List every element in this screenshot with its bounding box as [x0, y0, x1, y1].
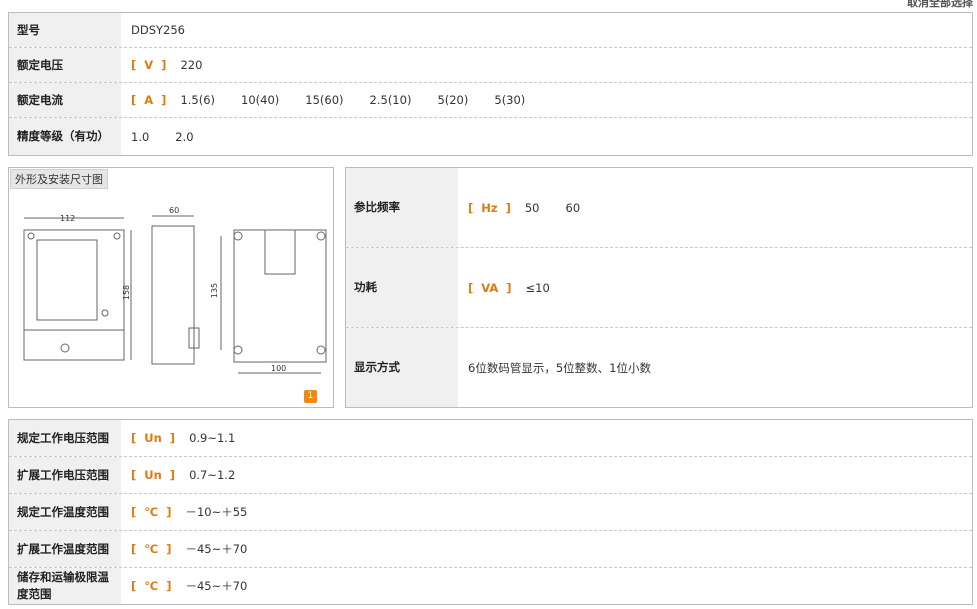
- unit-label: [ V ]: [131, 58, 167, 72]
- deselect-all-link[interactable]: 取消全部选择: [907, 0, 973, 9]
- diagram-title: 外形及安装尺寸图: [10, 169, 108, 189]
- unit-label: [ ℃ ]: [131, 505, 172, 519]
- row-values: [ ℃ ] －45~＋70: [121, 531, 273, 567]
- value: －45~＋70: [185, 542, 248, 556]
- value: ≤10: [525, 280, 550, 295]
- row-label: 规定工作电压范围: [9, 420, 121, 456]
- dim-back-width: 100: [271, 364, 287, 373]
- value: 6位数码管显示，5位整数、1位小数: [468, 360, 651, 375]
- table-row: 显示方式 6位数码管显示，5位整数、1位小数: [346, 328, 972, 407]
- spec-table-bottom: 规定工作电压范围 [ Un ] 0.9~1.1 扩展工作电压范围 [ Un ] 0.7~1…: [8, 419, 973, 605]
- row-label: 功耗: [346, 248, 458, 327]
- dim-back-height: 135: [210, 282, 220, 299]
- row-values: 1.0 2.0: [121, 118, 220, 155]
- value: －10~＋55: [185, 505, 248, 519]
- value: 1.5(6): [180, 93, 216, 107]
- value: 0.7~1.2: [189, 468, 236, 482]
- value: 5(30): [494, 93, 526, 107]
- row-values: [ Un ] 0.7~1.2: [121, 457, 261, 493]
- value: 50: [524, 200, 540, 215]
- table-row: 储存和运输极限温度范围 [ ℃ ] －45~＋70: [9, 568, 972, 604]
- unit-label: [ ℃ ]: [131, 542, 172, 556]
- table-row: 规定工作电压范围 [ Un ] 0.9~1.1: [9, 420, 972, 457]
- row-label: 规定工作温度范围: [9, 494, 121, 530]
- value: －45~＋70: [185, 579, 248, 593]
- row-values: [ VA ] ≤10: [458, 248, 576, 327]
- row-values: 6位数码管显示，5位整数、1位小数: [458, 328, 677, 407]
- unit-label: [ Un ]: [131, 431, 176, 445]
- row-values: DDSY256: [121, 13, 211, 47]
- unit-label: [ VA ]: [468, 280, 512, 295]
- row-label: 显示方式: [346, 328, 458, 407]
- row-label: 参比频率: [346, 168, 458, 247]
- value: 2.0: [175, 129, 194, 144]
- row-values: [ A ] 1.5(6) 10(40) 15(60) 2.5(10) 5(20) 5(30): [121, 83, 551, 117]
- value: 1.0: [131, 129, 150, 144]
- table-row: 额定电压 [ V ] 220: [9, 48, 972, 83]
- spec-table-middle: 参比频率 [ Hz ] 50 60 功耗 [ VA ] ≤10 显示方式 6位数码管显示，5位整…: [345, 167, 973, 408]
- value: 5(20): [437, 93, 469, 107]
- value: 60: [565, 200, 581, 215]
- row-values: [ Hz ] 50 60: [458, 168, 606, 247]
- dimension-diagram-panel: 外形及安装尺寸图 112 158 60 135 100 1: [8, 167, 334, 408]
- row-values: [ Un ] 0.9~1.1: [121, 420, 261, 456]
- row-label: 储存和运输极限温度范围: [9, 568, 121, 604]
- table-row: 规定工作温度范围 [ ℃ ] －10~＋55: [9, 494, 972, 531]
- value: 220: [180, 58, 203, 72]
- row-label: 扩展工作温度范围: [9, 531, 121, 567]
- value: DDSY256: [131, 23, 185, 37]
- unit-label: [ Un ]: [131, 468, 176, 482]
- row-values: [ ℃ ] －45~＋70: [121, 568, 273, 604]
- row-values: [ V ] 220: [121, 48, 228, 82]
- table-row: 额定电流 [ A ] 1.5(6) 10(40) 15(60) 2.5(10) 5(20) 5…: [9, 83, 972, 118]
- table-row: 参比频率 [ Hz ] 50 60: [346, 168, 972, 248]
- table-row: 功耗 [ VA ] ≤10: [346, 248, 972, 328]
- image-count-badge[interactable]: 1: [304, 390, 317, 403]
- dimension-drawing: [23, 215, 327, 374]
- spec-table-top: 型号 DDSY256 额定电压 [ V ] 220 额定电流 [ A ] 1.5(6) 10(4…: [8, 12, 973, 156]
- dim-front-height: 158: [122, 284, 132, 301]
- value: 15(60): [305, 93, 344, 107]
- row-label: 扩展工作电压范围: [9, 457, 121, 493]
- unit-label: [ ℃ ]: [131, 579, 172, 593]
- table-row: 精度等级（有功） 1.0 2.0: [9, 118, 972, 155]
- row-label: 额定电流: [9, 83, 121, 117]
- dim-side-width: 60: [169, 206, 180, 215]
- unit-label: [ Hz ]: [468, 200, 511, 215]
- value: 10(40): [241, 93, 280, 107]
- dim-front-width: 112: [60, 214, 76, 223]
- table-row: 扩展工作温度范围 [ ℃ ] －45~＋70: [9, 531, 972, 568]
- row-values: [ ℃ ] －10~＋55: [121, 494, 273, 530]
- table-row: 扩展工作电压范围 [ Un ] 0.7~1.2: [9, 457, 972, 494]
- row-label: 型号: [9, 13, 121, 47]
- value: 0.9~1.1: [189, 431, 236, 445]
- row-label: 额定电压: [9, 48, 121, 82]
- table-row: 型号 DDSY256: [9, 13, 972, 48]
- unit-label: [ A ]: [131, 93, 167, 107]
- row-label: 精度等级（有功）: [9, 118, 121, 155]
- value: 2.5(10): [369, 93, 412, 107]
